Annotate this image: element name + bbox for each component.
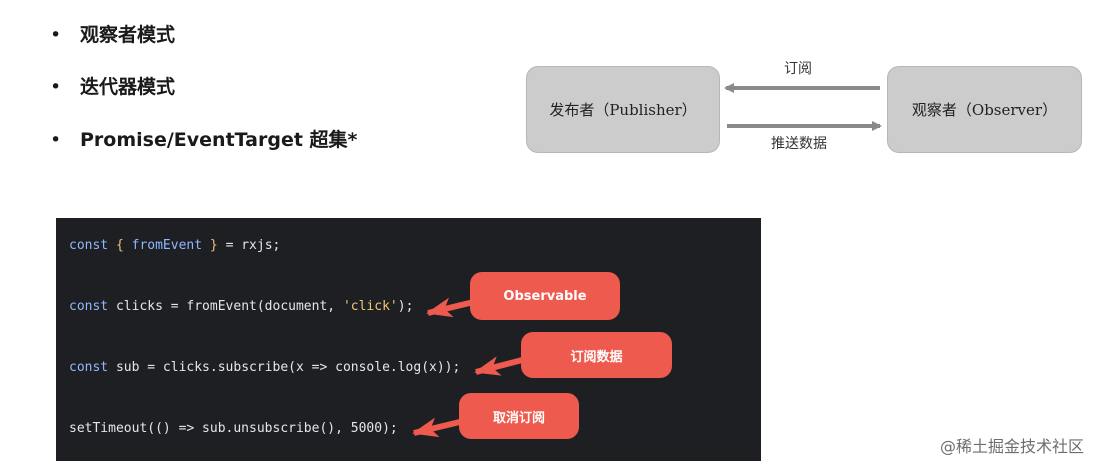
code-block: const { fromEvent } = rxjs; const clicks… (56, 218, 761, 461)
observer-box: 观察者（Observer） (887, 66, 1082, 153)
bullet-iterator-pattern: • 迭代器模式 (50, 72, 175, 99)
bullet-observer-pattern: • 观察者模式 (50, 20, 175, 47)
publisher-box: 发布者（Publisher） (526, 66, 720, 153)
bullet-text: 观察者模式 (80, 24, 176, 46)
observer-label: 观察者（Observer） (911, 101, 1058, 119)
code-brace-close: } (202, 238, 226, 253)
push-data-label: 推送数据 (771, 136, 827, 152)
code-brace-open: { (108, 238, 132, 253)
site-watermark: @稀土掘金技术社区 (939, 437, 1084, 456)
code-keyword: const (69, 360, 109, 375)
code-keyword: const (69, 238, 109, 253)
code-line-import: const { fromEvent } = rxjs; (69, 238, 280, 253)
code-keyword: const (69, 299, 109, 314)
code-text: setTimeout(() => sub.unsubscribe(), 5000… (69, 421, 398, 436)
code-text: ); (397, 299, 414, 314)
callout-unsubscribe: 取消订阅 (459, 393, 579, 439)
callout-unsubscribe-label: 取消订阅 (492, 410, 545, 426)
callout-observable-label: Observable (503, 288, 587, 304)
code-text: = rxjs; (225, 238, 281, 253)
callout-observable: Observable (470, 272, 620, 320)
publisher-label: 发布者（Publisher） (549, 101, 697, 119)
bullet-marker: • (50, 76, 62, 98)
code-identifier: fromEvent (131, 238, 203, 253)
bullet-promise-superset: • Promise/EventTarget 超集* (50, 125, 357, 152)
callout-subscribe-data-label: 订阅数据 (570, 349, 623, 365)
code-line-subscribe: const sub = clicks.subscribe(x => consol… (69, 360, 460, 375)
code-string: 'click' (342, 299, 398, 314)
bullet-marker: • (50, 129, 62, 151)
bullet-text: Promise/EventTarget 超集* (80, 129, 358, 151)
bullet-text: 迭代器模式 (80, 76, 176, 98)
subscribe-label: 订阅 (784, 61, 812, 77)
bullet-marker: • (50, 24, 62, 46)
callout-subscribe-data: 订阅数据 (521, 332, 672, 378)
code-text: clicks = fromEvent(document, (108, 299, 343, 314)
code-line-unsubscribe: setTimeout(() => sub.unsubscribe(), 5000… (69, 421, 398, 436)
code-text: sub = clicks.subscribe(x => console.log(… (108, 360, 461, 375)
code-line-clicks: const clicks = fromEvent(document, 'clic… (69, 299, 413, 314)
